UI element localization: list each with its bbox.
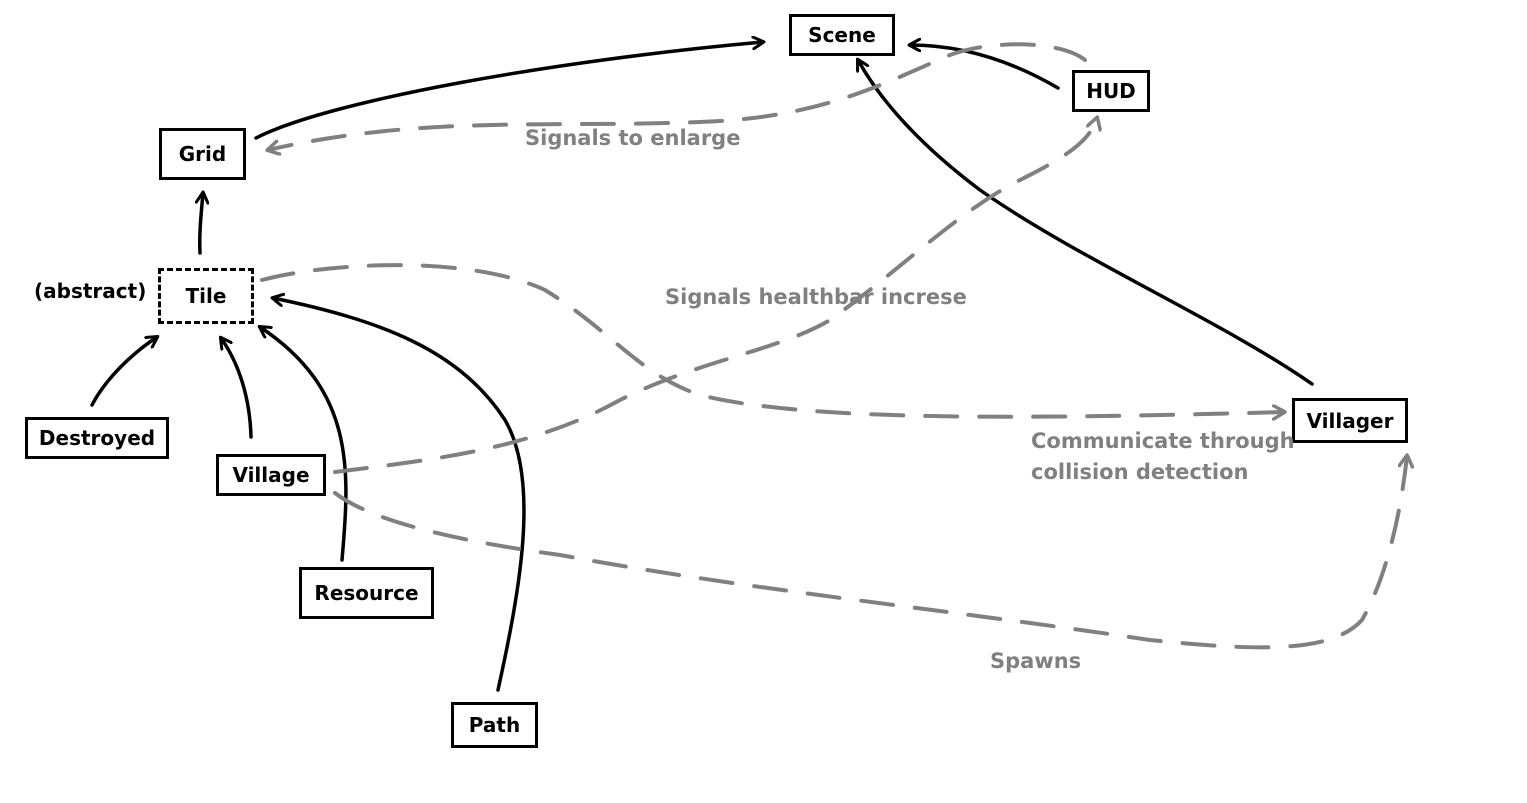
edge-village-spawns-villager [333,456,1407,650]
label-abstract: (abstract) [34,279,147,303]
node-resource[interactable]: Resource [299,567,434,619]
node-path[interactable]: Path [451,702,538,748]
dashed-edges [260,42,1407,650]
label-spawns: Spawns [990,649,1082,673]
edge-village-signals-healthbar-hud [333,118,1097,474]
edge-hud-to-scene [910,45,1060,90]
edge-destroyed-to-tile [90,337,157,407]
edge-tile-to-grid [200,193,203,255]
node-village[interactable]: Village [216,454,326,496]
label-signals-to-enlarge: Signals to enlarge [525,126,741,150]
node-hud[interactable]: HUD [1072,70,1150,112]
edge-tile-collision-villager [260,263,1284,417]
solid-edges [90,42,1314,692]
label-signals-healthbar: Signals healthbar increse [665,285,967,309]
label-collision-line1: Communicate through [1031,429,1295,453]
edge-path-to-tile [273,298,526,692]
edge-grid-to-scene [254,42,763,140]
edge-villager-to-scene [858,60,1314,386]
node-grid[interactable]: Grid [159,128,246,180]
edge-resource-to-tile [260,327,348,562]
node-villager[interactable]: Villager [1292,398,1408,443]
node-scene[interactable]: Scene [789,14,895,56]
edge-hud-signals-enlarge-grid [268,42,1087,150]
node-tile[interactable]: Tile [158,268,254,324]
edge-village-to-tile [221,338,253,439]
label-collision-line2: collision detection [1031,460,1249,484]
node-destroyed[interactable]: Destroyed [25,417,169,459]
